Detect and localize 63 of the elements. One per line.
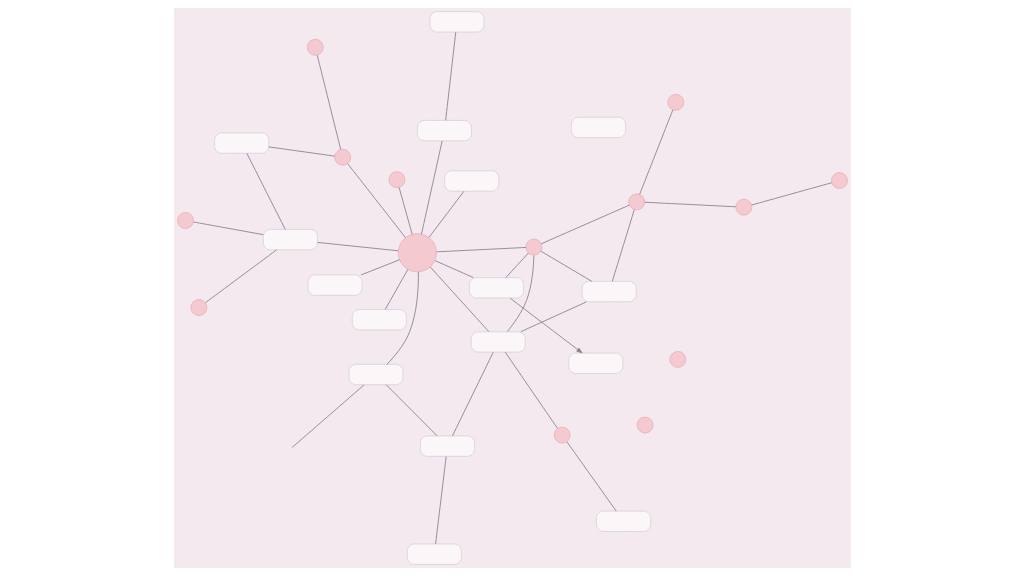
node-circle <box>388 171 405 189</box>
node-box <box>581 280 637 303</box>
node-circle <box>553 426 571 444</box>
connector <box>435 247 526 253</box>
connector <box>643 201 736 208</box>
connector <box>434 456 447 545</box>
connector <box>750 182 832 206</box>
node-box <box>468 277 524 299</box>
connector <box>385 384 438 437</box>
node-circle <box>830 172 848 189</box>
connector <box>506 254 534 333</box>
node-circle <box>666 93 684 111</box>
node-box <box>416 119 472 142</box>
node-box <box>443 170 499 192</box>
connector <box>316 242 398 252</box>
node-box <box>567 352 623 374</box>
node-box <box>406 543 462 565</box>
node-circle <box>176 212 194 229</box>
connector <box>316 54 341 150</box>
connector <box>638 109 673 195</box>
connector <box>245 152 286 230</box>
connector <box>398 187 413 235</box>
connector <box>386 271 419 365</box>
connector <box>611 209 635 282</box>
connector <box>451 351 494 437</box>
node-box <box>262 228 318 251</box>
connector <box>429 266 489 332</box>
connector <box>428 190 464 238</box>
connector <box>360 259 400 276</box>
node-circle <box>524 238 542 256</box>
connector <box>291 384 364 448</box>
connector <box>192 221 264 236</box>
node-box <box>419 435 475 457</box>
node-circle <box>734 198 752 216</box>
connector <box>539 250 592 282</box>
connector <box>504 252 529 278</box>
node-circle <box>333 148 351 166</box>
node-box <box>470 331 526 353</box>
connector <box>540 204 630 245</box>
connector <box>204 249 277 304</box>
node-circle <box>636 416 653 434</box>
connector <box>566 441 617 512</box>
node-box <box>428 11 484 33</box>
connector <box>444 31 456 121</box>
node-circle <box>627 193 645 211</box>
connector <box>346 163 406 238</box>
node-box <box>213 132 269 154</box>
node-box <box>351 309 407 331</box>
node-circle <box>668 350 686 368</box>
arrow <box>509 297 583 354</box>
node-box <box>307 274 363 296</box>
connector <box>267 146 335 157</box>
connector <box>384 268 408 310</box>
node-circle <box>189 299 207 316</box>
connector <box>420 140 443 235</box>
node-box <box>570 116 626 139</box>
node-circle <box>306 38 324 56</box>
connector <box>504 351 558 429</box>
connector <box>520 301 587 333</box>
node-circle <box>397 233 437 273</box>
node-box <box>348 363 404 386</box>
connector <box>434 260 474 278</box>
node-box <box>595 510 651 532</box>
